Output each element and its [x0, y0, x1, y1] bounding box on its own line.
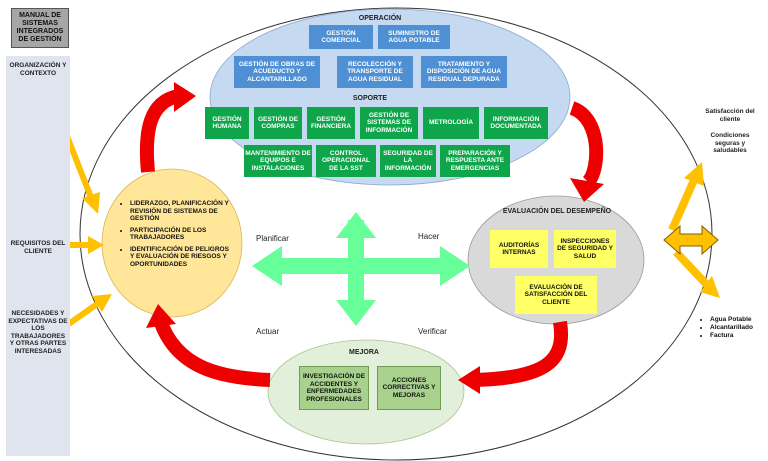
- support-gestion-humana: GESTIÓN HUMANA: [205, 107, 249, 139]
- input-org-context: ORGANIZACIÓN Y CONTEXTO: [9, 62, 67, 77]
- red-cycle-arrows: [139, 89, 604, 387]
- input-client-requirements: REQUISITOS DEL CLIENTE: [10, 240, 66, 255]
- support-gestion-financiera: GESTIÓN FINANCIERA: [307, 107, 355, 139]
- process-tratamiento-disposicion: TRATAMIENTO Y DISPOSICIÓN DE AGUA RESIDU…: [421, 56, 507, 88]
- eval-auditorias: AUDITORÍAS INTERNAS: [490, 230, 548, 268]
- soporte-label: SOPORTE: [352, 95, 388, 102]
- pdca-cross-arrow: [252, 212, 470, 326]
- orange-output-arrows: [663, 162, 720, 298]
- support-informacion-documentada: INFORMACIÓN DOCUMENTADA: [484, 107, 548, 139]
- inputs-column: [6, 56, 70, 456]
- output-product: Agua Potable: [710, 316, 766, 324]
- process-gestion-comercial: GESTIÓN COMERCIAL: [309, 25, 373, 49]
- output-products: Agua Potable Alcantarillado Factura: [702, 316, 766, 340]
- support-control-operacional: CONTROL OPERACIONAL DE LA SST: [316, 145, 376, 177]
- pdca-do: Hacer: [418, 232, 440, 241]
- pdca-check: Verificar: [418, 327, 447, 336]
- support-emergencias: PREPARACIÓN Y RESPUESTA ANTE EMERGENCIAS: [440, 145, 510, 177]
- leadership-item: IDENTIFICACIÓN DE PELIGROS Y EVALUACIÓN …: [130, 246, 232, 269]
- support-gestion-compras: GESTIÓN DE COMPRAS: [254, 107, 302, 139]
- output-conditions: Condiciones seguras y saludables: [710, 132, 750, 154]
- leadership-ellipse: [101, 168, 243, 318]
- input-stakeholder-needs: NECESIDADES Y EXPECTATIVAS DE LOS TRABAJ…: [8, 310, 68, 355]
- operacion-label: OPERACIÓN: [358, 15, 402, 22]
- leadership-item: PARTICIPACIÓN DE LOS TRABAJADORES: [130, 227, 232, 242]
- support-metrologia: METROLOGÍA: [423, 107, 479, 139]
- output-product: Alcantarillado: [710, 324, 766, 332]
- eval-satisfaccion: EVALUACIÓN DE SATISFACCIÓN DEL CLIENTE: [515, 276, 597, 314]
- process-recoleccion-transporte: RECOLECCIÓN Y TRANSPORTE DE AGUA RESIDUA…: [337, 56, 413, 88]
- red-arrow-heads: [146, 82, 604, 394]
- pdca-plan: Planificar: [256, 234, 289, 243]
- process-suministro-agua: SUMINISTRO DE AGUA POTABLE: [378, 25, 450, 49]
- output-satisfaction: Satisfacción del cliente: [705, 108, 755, 123]
- support-mantenimiento: MANTENIMIENTO DE EQUIPOS E INSTALACIONES: [244, 145, 312, 177]
- leadership-list: LIDERAZGO, PLANIFICACIÓN Y REVISIÓN DE S…: [120, 200, 232, 272]
- process-obras-acueducto: GESTIÓN DE OBRAS DE ACUEDUCTO Y ALCANTAR…: [234, 56, 320, 88]
- output-product: Factura: [710, 332, 766, 340]
- leadership-item: LIDERAZGO, PLANIFICACIÓN Y REVISIÓN DE S…: [130, 200, 232, 223]
- mejora-investigacion: INVESTIGACIÓN DE ACCIDENTES Y ENFERMEDAD…: [299, 366, 369, 410]
- eval-inspecciones: INSPECCIONES DE SEGURIDAD Y SALUD: [554, 230, 616, 268]
- support-seguridad-informacion: SEGURIDAD DE LA INFORMACIÓN: [380, 145, 436, 177]
- evaluacion-label: EVALUACIÓN DEL DESEMPEÑO: [502, 208, 612, 215]
- support-sistemas-informacion: GESTIÓN DE SISTEMAS DE INFORMACIÓN: [360, 107, 418, 139]
- mejora-label: MEJORA: [349, 349, 379, 356]
- mejora-acciones: ACCIONES CORRECTIVAS Y MEJORAS: [377, 366, 441, 410]
- operation-ellipse: [209, 8, 571, 186]
- manual-title: MANUAL DE SISTEMAS INTEGRADOS DE GESTIÓN: [11, 8, 69, 48]
- pdca-act: Actuar: [256, 327, 280, 336]
